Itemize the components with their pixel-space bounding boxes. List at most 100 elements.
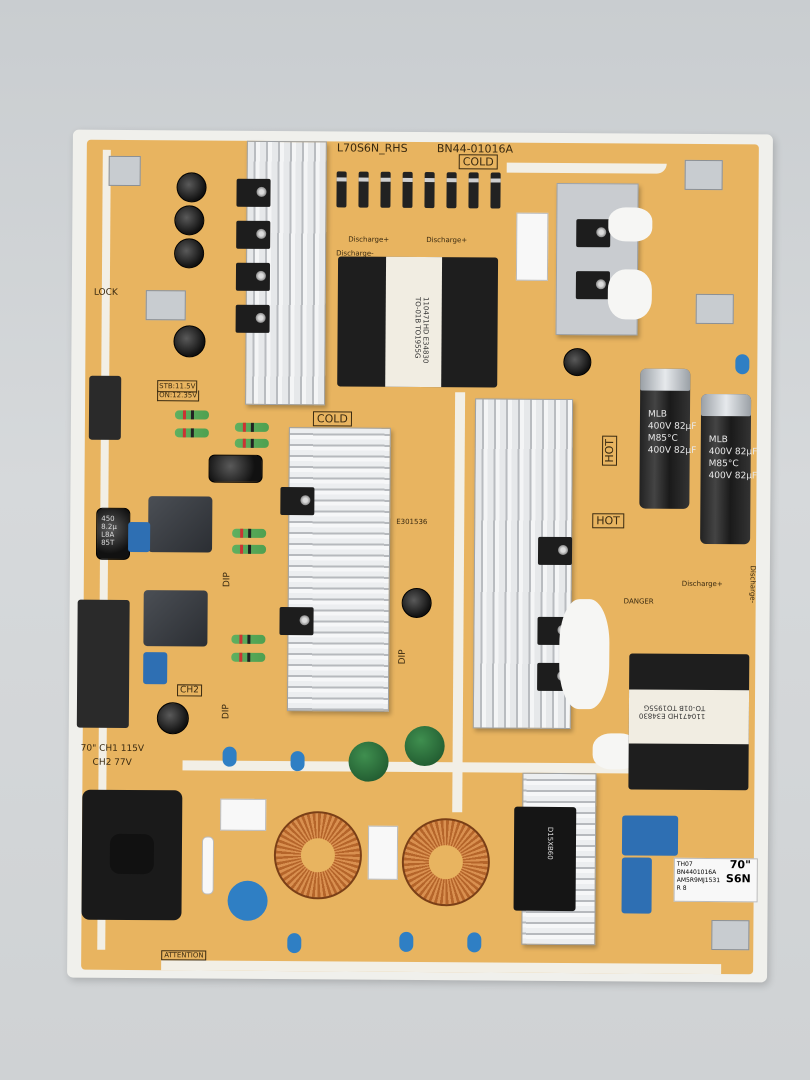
diode — [468, 172, 479, 209]
cold-label-mid: COLD — [312, 411, 352, 427]
resistor — [231, 652, 266, 662]
y-capacitor — [290, 751, 305, 772]
sticker-series: S6N — [725, 872, 751, 886]
varistor — [404, 725, 445, 767]
mounting-pad — [684, 159, 723, 191]
capacitor-top — [640, 368, 691, 391]
glue-blob — [607, 269, 653, 320]
electrolytic-capacitor — [174, 238, 205, 269]
isolation-line — [452, 392, 466, 813]
y-capacitor — [735, 354, 750, 375]
capacitor-top — [700, 393, 752, 417]
y-capacitor — [287, 933, 302, 954]
fuse — [201, 836, 215, 895]
mosfet — [279, 607, 314, 636]
discharge-label: Discharge+ — [348, 235, 390, 244]
film-capacitor — [128, 521, 151, 553]
output-connector-main — [76, 599, 130, 728]
ul-label: E301536 — [396, 517, 428, 527]
capacitor-text: 450 8.2µ L8A 85T — [101, 514, 117, 547]
diode — [424, 172, 435, 209]
dip-label: DIP — [221, 704, 232, 720]
diode — [490, 172, 501, 209]
inductor — [148, 496, 213, 553]
glue-blob — [608, 207, 653, 242]
hot-label-2: HOT — [592, 513, 624, 529]
disc-capacitor — [227, 880, 268, 921]
isolation-line — [506, 162, 667, 174]
mosfet — [235, 304, 270, 333]
film-capacitor — [621, 857, 652, 914]
sticker-size: 70" — [729, 858, 751, 872]
resistor — [232, 528, 267, 538]
capacitor-text: MLB 400V 82µF M85°C 400V 82µF — [647, 409, 697, 456]
electrolytic-capacitor — [174, 205, 205, 236]
electrolytic-capacitor — [208, 454, 263, 483]
sticker-line: R 8 — [676, 884, 687, 892]
electrolytic-capacitor — [156, 702, 189, 735]
film-capacitor — [143, 652, 168, 685]
cement-resistor — [515, 212, 549, 281]
common-mode-choke — [273, 810, 363, 900]
heatsink-mid-left — [286, 427, 391, 712]
ch2-label: CH2 77V — [92, 757, 132, 768]
attention-label: ATTENTION — [161, 950, 207, 961]
diode — [446, 172, 457, 209]
capacitor-text: MLB 400V 82µF M85°C 400V 82µF — [708, 435, 758, 482]
transformer-text: 110471HD E34830 TO-01B TO1955G — [638, 703, 706, 720]
diode — [402, 171, 413, 208]
model-sticker: TH07 BN4401016A AM5R9MJ1531 R 8 70" S6N — [673, 857, 758, 903]
dip-label: DIP — [397, 649, 408, 665]
y-capacitor — [399, 931, 414, 952]
electrolytic-capacitor — [173, 325, 206, 358]
diode — [380, 171, 391, 208]
y-capacitor — [467, 932, 482, 953]
transformer-tape: 110471HD E34830 TO-01B TO1955G — [628, 689, 750, 745]
aux-transformer: 110471HD E34830 TO-01B TO1955G — [628, 653, 750, 791]
mounting-pad — [711, 920, 750, 951]
electrolytic-capacitor — [176, 172, 207, 203]
transformer-tape: 110471HD E34830 TO-01B TO1955G — [385, 256, 443, 388]
resistor — [174, 410, 210, 420]
danger-label: DANGER — [623, 597, 654, 606]
ac-inlet — [81, 789, 183, 921]
resistor — [234, 422, 269, 432]
bulk-capacitor: MLB 400V 82µF M85°C 400V 82µF — [639, 368, 697, 509]
mounting-pad — [108, 155, 141, 187]
bridge-text: D15XB60 — [545, 826, 555, 860]
hot-label-1: HOT — [601, 435, 618, 466]
isolation-line — [161, 960, 722, 975]
resistor — [232, 544, 267, 554]
mounting-pad — [145, 290, 186, 321]
resistor — [231, 634, 266, 644]
electrolytic-capacitor: 450 8.2µ L8A 85T — [95, 507, 131, 560]
common-mode-choke — [401, 817, 491, 907]
bridge-rectifier: D15XB60 — [513, 806, 577, 912]
bulk-capacitor: MLB 400V 82µF M85°C 400V 82µF — [700, 393, 757, 545]
mosfet — [235, 262, 271, 291]
power-supply-board: L70S6N_RHS BN44-01016A COLD LOCK Dischar… — [67, 129, 773, 983]
glue-blob — [558, 598, 610, 710]
ch1-label: 70" CH1 115V — [80, 743, 145, 755]
mosfet — [575, 271, 610, 300]
discharge-label: Discharge+ — [681, 579, 723, 589]
electrolytic-capacitor — [401, 587, 432, 619]
diode — [336, 171, 347, 208]
model-label: L70S6N_RHS — [336, 141, 408, 155]
mounting-pad — [695, 293, 734, 325]
ch2-box-label: CH2 — [177, 684, 202, 697]
resistor — [174, 428, 209, 438]
pcb-surface: L70S6N_RHS BN44-01016A COLD LOCK Dischar… — [76, 139, 759, 975]
on-label: ON:12.35V — [157, 390, 200, 402]
lock-label: LOCK — [93, 287, 118, 298]
mosfet — [576, 219, 611, 248]
mosfet — [236, 178, 271, 207]
dip-label: DIP — [222, 572, 233, 588]
discharge-label: Discharge- — [748, 565, 757, 604]
mosfet — [236, 220, 271, 249]
x-capacitor — [367, 825, 399, 880]
output-connector-small — [88, 375, 122, 440]
discharge-label: Discharge+ — [426, 236, 468, 245]
fuse-resistor — [220, 798, 267, 831]
electrolytic-capacitor — [563, 347, 592, 377]
